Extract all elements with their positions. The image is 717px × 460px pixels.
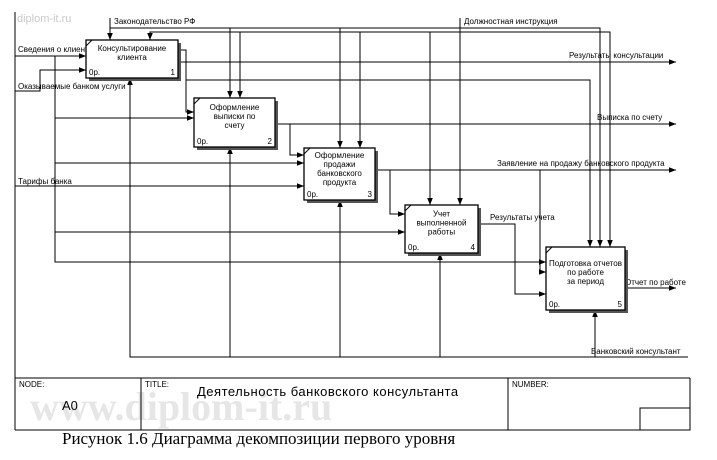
- activity-box-rect[interactable]: [404, 204, 479, 254]
- label-mechanism-consultant: Банковский консультант: [591, 347, 681, 356]
- label-input-tariffs: Тарифы банка: [18, 177, 72, 186]
- activity-box-title-line: выписки по: [214, 112, 256, 121]
- activity-box-cost: 0р.: [89, 68, 100, 77]
- activity-box-rect[interactable]: [85, 39, 179, 79]
- activity-box-corner: [193, 97, 201, 105]
- activity-box-rect[interactable]: [545, 246, 626, 311]
- activity-box-title-line: выполненной: [417, 219, 467, 228]
- diagram-frame: [14, 12, 691, 431]
- label-output-sale-request: Заявление на продажу банковского продукт…: [497, 159, 665, 168]
- activity-box-corner: [545, 246, 553, 254]
- activity-box-cost: 0р.: [408, 243, 419, 252]
- activity-box-title-line: Оформление: [210, 103, 260, 112]
- activity-box-title-line: Учет: [433, 210, 450, 219]
- activity-box-number: 4: [471, 243, 476, 252]
- label-input-services: Оказываемые банком услуги: [18, 82, 126, 91]
- arrow-control-law[interactable]: [107, 18, 603, 247]
- activity-box-title-line: по работе: [567, 268, 604, 277]
- arrow-output-sale-request[interactable]: [375, 167, 676, 275]
- label-output-statement: Выписка по счету: [597, 113, 662, 122]
- activity-box-rect[interactable]: [193, 97, 276, 148]
- watermark-site-small: diplom-it.ru: [17, 13, 71, 25]
- label-output-consult-results: Результаты консультации: [569, 51, 663, 60]
- activity-box-number: 3: [368, 190, 373, 199]
- activity-box-title-line: продукта: [323, 178, 357, 187]
- watermark-site-big: www.diplom-it.ru: [30, 384, 332, 429]
- arrow-input-services[interactable]: [15, 67, 86, 92]
- arrow-output-statement[interactable]: [275, 121, 676, 158]
- activity-box-number: 5: [618, 300, 623, 309]
- activity-box-number: 1: [171, 68, 176, 77]
- arrow-output-accounting-results[interactable]: [478, 223, 546, 297]
- label-output-report: Отчет по работе: [625, 278, 686, 287]
- activity-box-cost: 0р.: [197, 137, 208, 146]
- activity-box-title-line: работы: [428, 228, 455, 237]
- activity-box-title-line: клиента: [117, 53, 147, 62]
- title-label: TITLE:: [145, 380, 169, 389]
- label-input-client-info: Сведения о клиенте: [18, 45, 94, 54]
- label-control-law: Законодательство РФ: [114, 17, 195, 26]
- activity-box-title-line: Оформление: [315, 151, 365, 160]
- activity-box-corner: [303, 147, 311, 155]
- activity-box-title-line: счету: [224, 121, 244, 130]
- activity-box-cost: 0р.: [307, 190, 318, 199]
- node-label: NODE:: [19, 380, 44, 389]
- activity-box-rect[interactable]: [303, 147, 376, 201]
- arrow-mechanism-consultant[interactable]: [127, 78, 688, 358]
- arrow-control-instruction[interactable]: [147, 18, 613, 247]
- number-label: NUMBER:: [512, 380, 549, 389]
- label-output-accounting-results: Результаты учета: [490, 213, 555, 222]
- arrow-output-consult-results[interactable]: [178, 49, 676, 247]
- frame-fields: NODE: TITLE: NUMBER: A0 Деятельность бан…: [19, 380, 549, 413]
- activity-box-corner: [85, 39, 93, 47]
- figure-caption: Рисунок 1.6 Диаграмма декомпозиции перво…: [62, 429, 456, 448]
- activity-box-title-line: за период: [567, 277, 604, 286]
- label-control-instruction: Должностная инструкция: [464, 17, 558, 26]
- activity-box-number: 2: [268, 137, 273, 146]
- activity-box-title-line: Консультирование: [98, 44, 167, 53]
- arrows-layer: [15, 18, 688, 358]
- activity-boxes: Консультированиеклиента0р.1Оформлениевып…: [85, 39, 628, 313]
- activity-box-title-line: банковского: [317, 169, 362, 178]
- activity-box-title-line: продажи: [324, 160, 356, 169]
- node-value: A0: [62, 398, 78, 413]
- diagram-title: Деятельность банковского консультанта: [197, 384, 459, 399]
- activity-box-corner: [404, 204, 412, 212]
- activity-box-title-line: Подготовка отчетов: [549, 259, 622, 268]
- arrow-labels: Законодательство РФ Должностная инструкц…: [18, 17, 686, 356]
- activity-box-cost: 0р.: [549, 300, 560, 309]
